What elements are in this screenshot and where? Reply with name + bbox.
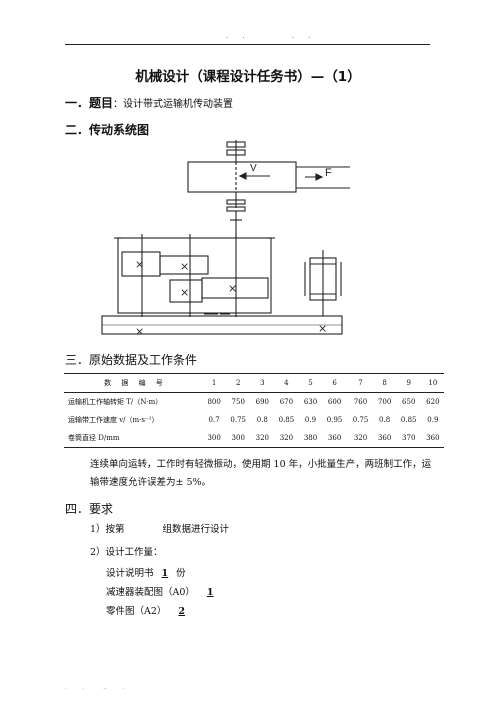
drum	[187, 161, 297, 193]
table-cell: 380	[303, 434, 318, 442]
line1-suffix: 份	[176, 568, 186, 579]
table-cell: 650	[402, 398, 416, 406]
gear-2	[159, 255, 209, 275]
table-cell: 620	[426, 398, 440, 406]
requirement-2: 2）设计工作量：	[90, 547, 163, 558]
row-label: 运输带工作速度 v/（m·s⁻¹）	[68, 416, 159, 424]
section-1-text: 设计带式运输机传动装置	[123, 99, 234, 110]
page-title: 机械设计（课程设计任务书）—（1）	[135, 69, 361, 85]
table-cell: 300	[231, 434, 245, 442]
table-cell: 760	[353, 398, 368, 406]
table-cell: 0.95	[326, 416, 343, 424]
table-cell: 0.9	[427, 416, 439, 424]
col-header: 10	[421, 373, 444, 393]
section-1-number: 一．	[65, 96, 90, 110]
req1-suffix: 组数据进行设计	[162, 524, 230, 535]
svg-text:×: ×	[228, 282, 237, 295]
table-row: 运输机工作轴转矩 T/（N·m） 800 750 690 670 630 600…	[64, 393, 444, 412]
force-label: F	[325, 167, 332, 179]
table-cell: 600	[327, 398, 342, 406]
table-cell: 300	[207, 434, 221, 442]
table-cell: 320	[353, 434, 368, 442]
footer-dots: · · ·· ·	[65, 686, 125, 693]
workload-line-3: 零件图（A2） 2	[106, 603, 197, 617]
header-rule	[65, 44, 430, 45]
col-header: 4	[273, 373, 300, 393]
table-row: 卷筒直径 D/mm 300 300 320 320 380 360 320 36…	[64, 429, 444, 448]
table-cell: 630	[303, 398, 318, 406]
table-cell: 0.75	[352, 416, 369, 424]
line3-value: 2	[178, 606, 186, 617]
gear-4	[201, 277, 269, 299]
header-dots: · · · ·	[226, 34, 317, 42]
col-header: 1	[203, 373, 226, 393]
section-2-heading: 二．传动系统图	[65, 123, 150, 137]
svg-text:×: ×	[135, 258, 144, 271]
col-header: 3	[251, 373, 274, 393]
svg-text:×: ×	[135, 325, 144, 338]
svg-text:×: ×	[180, 286, 189, 299]
table-header-row: 数 据 编 号 1 2 3 4 5 6 7 8 9 10	[64, 373, 444, 393]
requirement-1: 1）按第 组数据进行设计	[90, 521, 229, 535]
svg-text:×: ×	[180, 260, 189, 273]
section-4-heading: 四．要求	[65, 502, 114, 516]
table-cell: 0.8	[256, 416, 268, 424]
table-cell: 0.7	[208, 416, 220, 424]
table-cell: 700	[377, 398, 392, 406]
table-cell: 320	[279, 434, 294, 442]
col-header: 7	[347, 373, 374, 393]
table-cell: 0.75	[230, 416, 247, 424]
col-header: 6	[321, 373, 348, 393]
section-1-label: 题目	[89, 96, 114, 110]
line1-value: 1	[161, 568, 169, 579]
svg-text:×: ×	[318, 322, 327, 335]
table-cell: 670	[279, 398, 294, 406]
line1-prefix: 设计说明书	[106, 568, 154, 579]
velocity-label: V	[250, 163, 257, 174]
row-label: 运输机工作轴转矩 T/（N·m）	[68, 398, 163, 406]
line2-prefix: 减速器装配图（A0）	[106, 587, 195, 598]
table-row: 运输带工作速度 v/（m·s⁻¹） 0.7 0.75 0.8 0.85 0.9 …	[64, 411, 444, 429]
reducer-housing	[117, 237, 272, 314]
col-header: 2	[225, 373, 252, 393]
col-header: 9	[395, 373, 422, 393]
col-header: 8	[373, 373, 396, 393]
data-table: 数 据 编 号 1 2 3 4 5 6 7 8 9 10 运输机工作轴转矩 T/…	[64, 373, 444, 448]
table-cell: 360	[327, 434, 342, 442]
req1-prefix: 1）按第	[90, 524, 125, 535]
table-cell: 320	[255, 434, 269, 442]
table-cell: 0.9	[304, 416, 317, 424]
transmission-diagram: V F × × × × × ×	[101, 140, 350, 338]
col-header: 5	[299, 373, 322, 393]
row-label: 卷筒直径 D/mm	[68, 434, 120, 442]
table-cell: 0.85	[278, 416, 295, 424]
line2-value: 1	[206, 587, 214, 598]
table-cell: 690	[255, 398, 269, 406]
line3-prefix: 零件图（A2）	[106, 606, 167, 617]
section-1-colon: ：	[113, 99, 124, 110]
workload-line-2: 减速器装配图（A0） 1	[106, 584, 226, 598]
table-cell: 750	[231, 398, 245, 406]
working-conditions: 连续单向运转，工作时有轻微振动，使用期 10 年，小批量生产，两班制工作，运输带…	[90, 459, 432, 488]
section-3-heading: 三．原始数据及工作条件	[65, 353, 198, 367]
table-cell: 370	[402, 434, 416, 442]
section-1: 一．题目：设计带式运输机传动装置	[65, 94, 233, 111]
table-cell: 0.8	[379, 416, 391, 424]
table-cell: 360	[377, 434, 392, 442]
table-header-label: 数 据 编 号	[64, 373, 203, 393]
table-cell: 360	[426, 434, 440, 442]
table-cell: 0.85	[400, 416, 417, 424]
table-cell: 800	[207, 398, 221, 406]
